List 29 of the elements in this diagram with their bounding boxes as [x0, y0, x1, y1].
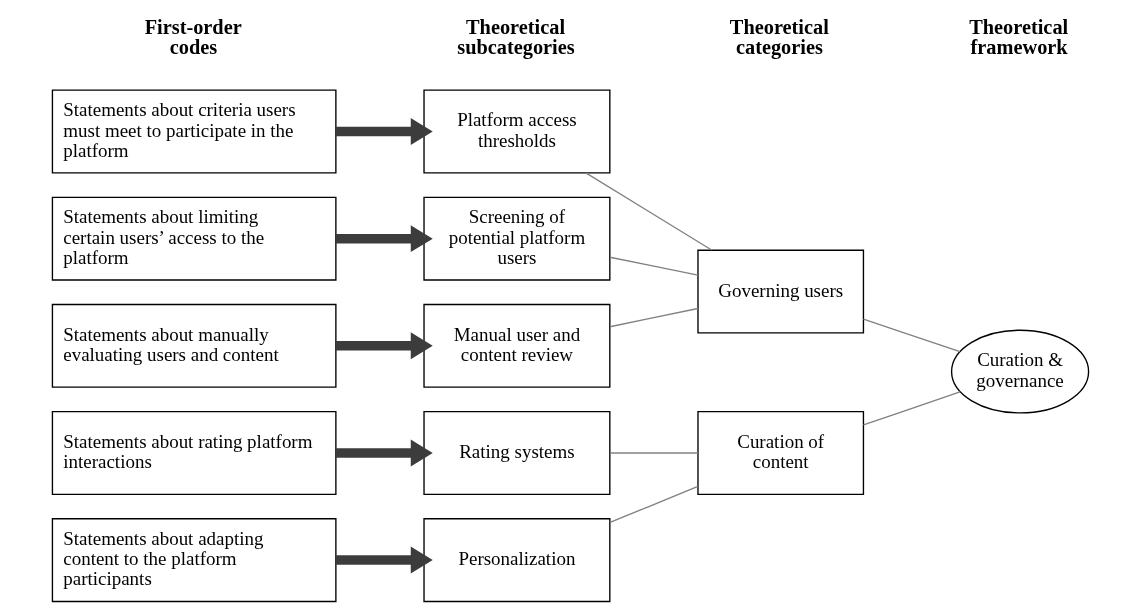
connector	[862, 318, 961, 353]
arrow	[335, 118, 433, 145]
node-box: Personalization	[422, 518, 610, 603]
label: Theoretical subcategories	[456, 15, 575, 59]
node-box: Rating systems	[422, 410, 610, 495]
node-ellipse: Curation & governance	[950, 329, 1089, 414]
node-box: Statements about rating platform interactions	[51, 410, 337, 495]
connector	[608, 485, 699, 524]
connector	[584, 172, 712, 251]
node-box: Platform access thresholds	[422, 89, 610, 174]
node-box: Statements about adapting content to the platform participants	[51, 518, 337, 603]
connector	[608, 256, 699, 276]
connector	[608, 452, 699, 454]
arrow	[335, 546, 433, 574]
arrow	[335, 332, 433, 360]
node-box: Statements about limiting certain users’ access to the platform	[51, 196, 337, 281]
connector	[608, 307, 699, 328]
node-box: Manual user and content review	[422, 303, 610, 388]
label: Theoretical categories	[729, 15, 829, 59]
node-box: Curation of content	[696, 410, 864, 495]
arrow	[335, 439, 433, 467]
label: First-order codes	[144, 15, 242, 59]
node-box: Screening of potential platform users	[422, 196, 610, 281]
label: Theoretical framework	[968, 15, 1068, 59]
node-box: Statements about manually evaluating users and content	[51, 303, 337, 388]
node-box: Statements about criteria users must meet to participate in the platform	[51, 89, 337, 174]
connector	[862, 391, 961, 426]
node-box: Governing users	[696, 249, 864, 334]
arrow	[335, 225, 433, 253]
